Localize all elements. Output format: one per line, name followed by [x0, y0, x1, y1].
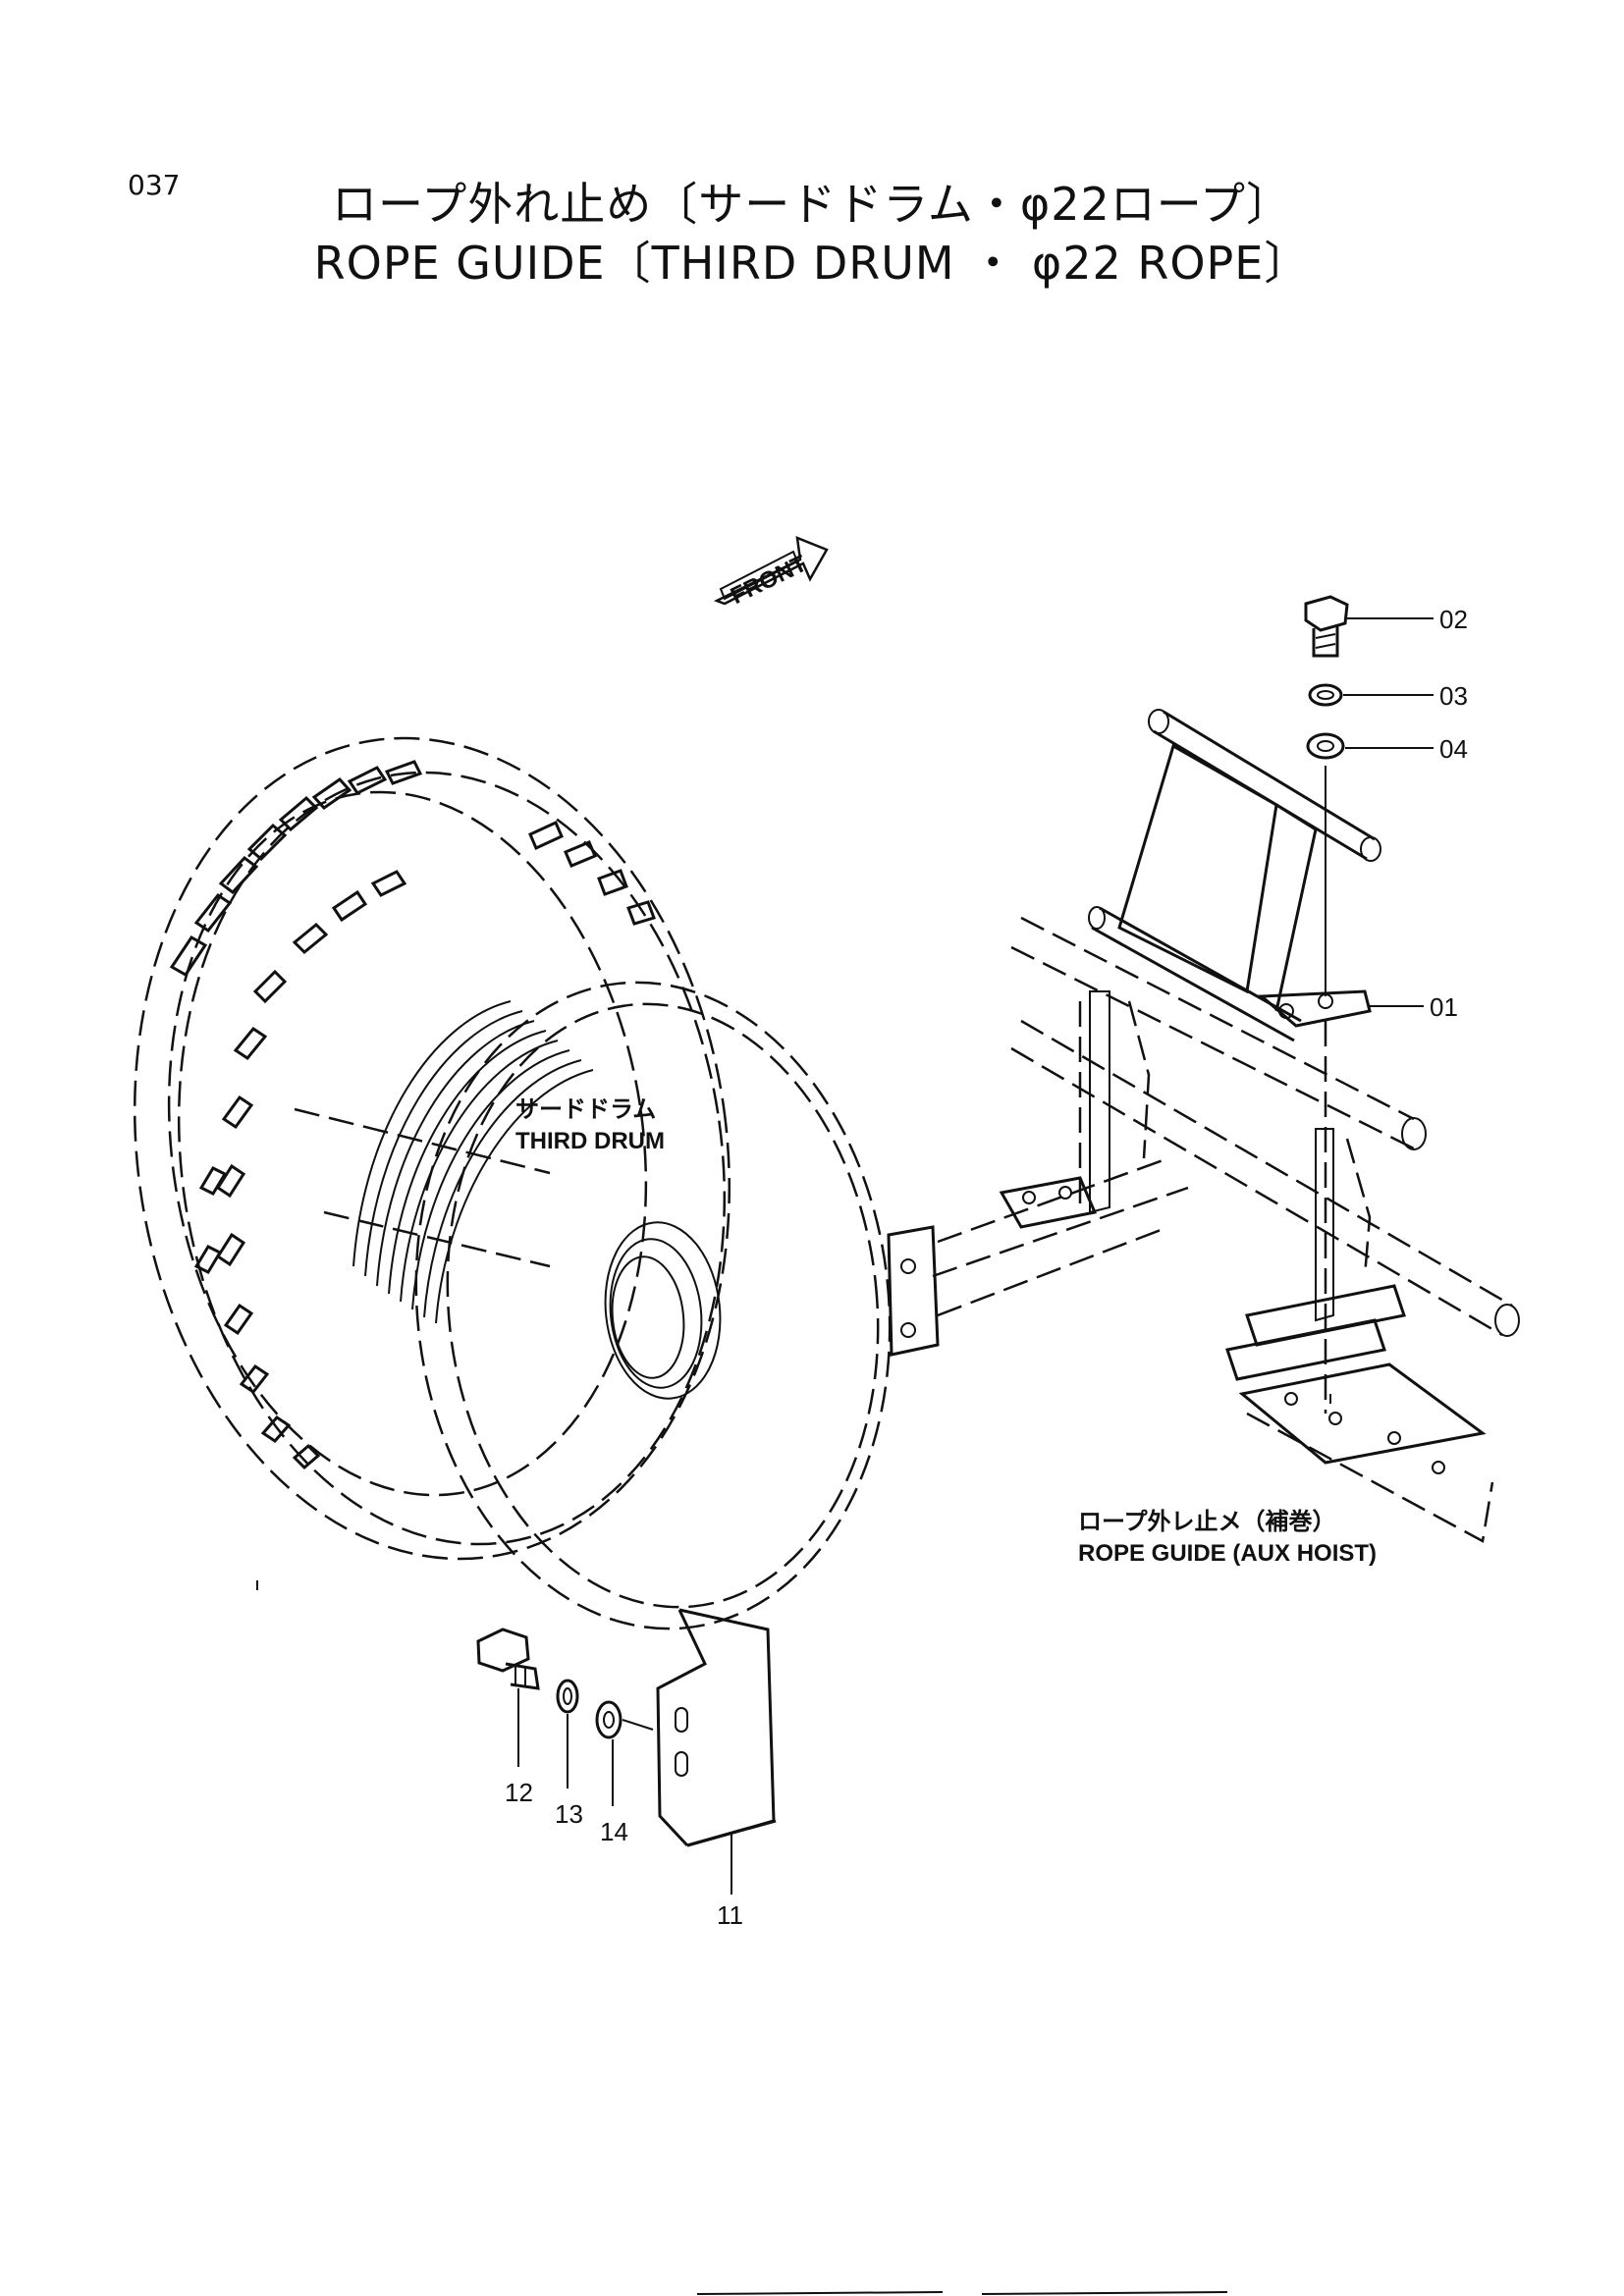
part-02-bolt [1304, 595, 1349, 658]
part-11-bracket [656, 1608, 777, 1895]
part-03-spring-washer [1308, 683, 1343, 707]
callout-11: 11 [717, 1900, 743, 1930]
rope-coil [352, 1000, 594, 1324]
title-english: ROPE GUIDE〔THIRD DRUM ・ φ22 ROPE〕 [313, 237, 1311, 290]
part-12-bolt [476, 1628, 540, 1767]
support-frame [887, 916, 1520, 1543]
callout-02: 02 [1439, 605, 1468, 634]
third-drum-label-jp: サードドラム [515, 1096, 656, 1123]
callout-04: 04 [1439, 734, 1468, 764]
aux-guide-label-en: ROPE GUIDE (AUX HOIST) [1078, 1540, 1377, 1567]
front-arrow: FRONT [713, 536, 829, 610]
front-arrow-label: FRONT [727, 550, 811, 610]
page-title: ロープ外れ止め〔サードドラム・φ22ロープ〕 ROPE GUIDE〔THIRD … [0, 175, 1624, 293]
part-04-washer [1306, 732, 1345, 760]
third-drum-label-en: THIRD DRUM [515, 1128, 665, 1154]
callout-13: 13 [555, 1799, 583, 1829]
callout-12: 12 [505, 1778, 533, 1807]
aux-guide-label-jp: ロープ外レ止メ（補巻） [1078, 1508, 1336, 1535]
page-number: 037 [128, 169, 181, 201]
title-japanese: ロープ外れ止め〔サードドラム・φ22ロープ〕 [332, 178, 1292, 231]
callout-14: 14 [600, 1817, 628, 1846]
part-14-washer [595, 1700, 654, 1806]
callout-03: 03 [1439, 681, 1468, 711]
part-13-spring-washer [556, 1679, 579, 1789]
part-01-rope-guide [1088, 709, 1381, 1414]
callout-01: 01 [1430, 992, 1458, 1022]
third-drum [133, 736, 892, 1630]
drum-gear-teeth [169, 760, 656, 1470]
